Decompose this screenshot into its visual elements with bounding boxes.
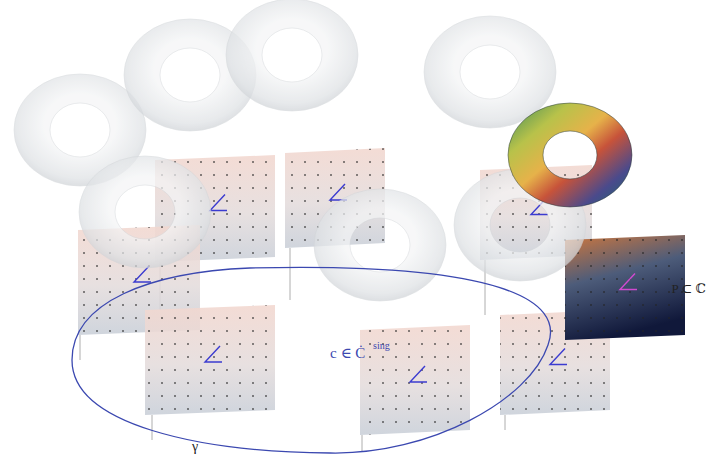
point-label: c ∈ Ċ xyxy=(330,346,365,361)
frame-angle xyxy=(205,346,222,362)
torus-fiber xyxy=(79,156,211,268)
torus-fiber xyxy=(314,189,446,301)
frame-angle xyxy=(620,274,637,290)
loop-gamma xyxy=(72,267,551,453)
frame-angle xyxy=(410,366,427,382)
tangent-plane xyxy=(145,305,275,415)
colored-torus xyxy=(508,103,632,207)
superscript: sing xyxy=(373,341,390,351)
frame-angle xyxy=(134,266,151,282)
tangent-plane xyxy=(360,325,470,435)
tangent-plane xyxy=(565,235,685,340)
torus-fiber xyxy=(226,0,358,111)
frame-angle xyxy=(210,195,227,211)
frame-angle xyxy=(550,349,567,365)
loop-label: γ xyxy=(192,440,198,454)
plane-label: P ⊂ ℂ xyxy=(672,282,707,295)
